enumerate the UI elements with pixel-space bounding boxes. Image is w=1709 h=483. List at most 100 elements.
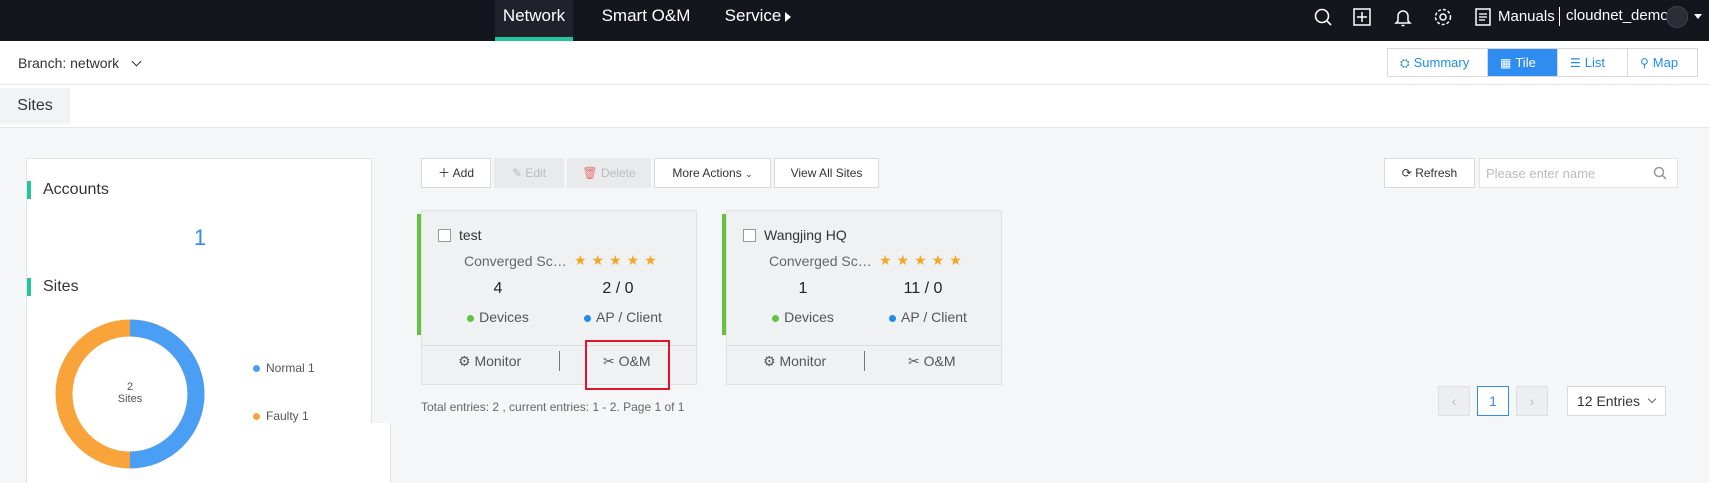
site-rating-stars: ★★★★★	[879, 252, 967, 268]
search-icon[interactable]	[1653, 166, 1667, 180]
nav-tab-service-label: Service	[724, 6, 782, 25]
more-actions-button[interactable]: More Actions ⌄	[654, 158, 771, 188]
site-ap-client-count[interactable]: 2 / 0	[602, 280, 634, 297]
manuals-link[interactable]: Manuals	[1498, 8, 1555, 25]
branch-label: Branch:	[18, 55, 67, 71]
add-button[interactable]: ＋ Add	[421, 158, 491, 188]
ap-client-stat-label: AP / Client	[863, 309, 993, 325]
add-button-label: Add	[452, 166, 475, 180]
om-button[interactable]: ✂ O&M	[908, 353, 956, 370]
summary-panel: Accounts 1 Sites 2 Sites Normal 1 Faulty…	[26, 158, 372, 483]
site-scenario: Converged Scenario	[769, 253, 877, 269]
branch-selector[interactable]: Branch: network	[18, 55, 142, 71]
legend-item-normal[interactable]: Normal 1	[253, 361, 315, 375]
caret-right-icon	[785, 11, 792, 22]
site-checkbox[interactable]	[743, 229, 756, 242]
panel-notch	[371, 423, 391, 483]
status-dot	[584, 315, 592, 322]
main-content: Accounts 1 Sites 2 Sites Normal 1 Faulty…	[0, 128, 1709, 483]
site-name[interactable]: Wangjing HQ	[764, 227, 847, 243]
site-scenario: Converged Scenario	[464, 253, 572, 269]
trash-icon: 🗑	[582, 166, 598, 180]
user-name[interactable]: cloudnet_demo	[1566, 7, 1669, 24]
page-size-value: 12 Entries	[1577, 393, 1641, 409]
edit-icon: ✎	[511, 166, 523, 180]
legend-count-normal: 1	[308, 361, 315, 375]
list-icon: ☰	[1570, 56, 1581, 70]
donut-total: 2	[126, 381, 134, 393]
tile-icon: ▦	[1500, 56, 1512, 70]
bell-icon[interactable]	[1392, 6, 1414, 28]
add-window-icon[interactable]	[1351, 6, 1373, 28]
gear-icon[interactable]	[1432, 6, 1454, 28]
chevron-down-icon[interactable]	[1694, 14, 1702, 19]
manual-book-icon[interactable]	[1472, 6, 1494, 28]
site-device-count[interactable]: 1	[798, 280, 808, 297]
view-all-sites-button[interactable]: View All Sites	[774, 158, 879, 188]
refresh-button-label: Refresh	[1415, 166, 1458, 180]
view-switcher: ⛭Summary ▦Tile ☰List ⚲Map	[1387, 48, 1698, 77]
delete-button[interactable]: 🗑 Delete	[567, 158, 651, 188]
status-dot	[772, 315, 780, 322]
action-divider	[864, 351, 865, 371]
ap-client-label: AP / Client	[901, 309, 967, 325]
card-divider	[422, 345, 696, 346]
page-number-button[interactable]: 1	[1477, 386, 1509, 416]
page-tab-bar: Sites	[0, 85, 1709, 128]
card-divider	[727, 345, 1001, 346]
sites-donut-chart	[55, 319, 205, 469]
devices-stat-label: Devices	[738, 309, 868, 325]
page-size-select[interactable]: 12 Entries	[1567, 386, 1666, 416]
om-button[interactable]: ✂ O&M	[603, 353, 651, 370]
status-dot	[889, 315, 897, 322]
devices-label: Devices	[479, 309, 529, 325]
view-summary-button[interactable]: ⛭Summary	[1388, 49, 1488, 76]
site-device-count[interactable]: 4	[493, 280, 503, 297]
site-card[interactable]: Wangjing HQ Converged Scenario ★★★★★ 1 1…	[726, 210, 1002, 385]
legend-count-faulty: 1	[302, 409, 309, 423]
chevron-down-icon	[131, 56, 142, 67]
top-navigation-bar: Network Smart O&M Service Manuals cloudn…	[0, 0, 1709, 41]
site-ap-client-count[interactable]: 11 / 0	[903, 280, 943, 297]
site-status-bar	[417, 214, 421, 335]
avatar[interactable]	[1666, 6, 1688, 28]
more-actions-label: More Actions	[672, 166, 742, 180]
tools-icon: ✂	[603, 353, 615, 369]
view-list-label: List	[1584, 55, 1605, 70]
accounts-count[interactable]: 1	[193, 225, 207, 250]
legend-item-faulty[interactable]: Faulty 1	[253, 409, 309, 423]
site-status-bar	[722, 214, 726, 335]
site-name[interactable]: test	[459, 227, 482, 243]
action-divider	[559, 351, 560, 371]
refresh-icon: ⟳	[1401, 166, 1412, 180]
view-summary-label: Summary	[1413, 55, 1470, 70]
edit-button-label: Edit	[525, 166, 547, 180]
nav-tab-smart-om[interactable]: Smart O&M	[601, 6, 691, 25]
devices-label: Devices	[784, 309, 834, 325]
ap-client-label: AP / Client	[596, 309, 662, 325]
view-map-label: Map	[1652, 55, 1679, 70]
site-checkbox[interactable]	[438, 229, 451, 242]
branch-bar: Branch: network ⛭Summary ▦Tile ☰List ⚲Ma…	[0, 41, 1709, 85]
legend-dot-faulty	[253, 413, 260, 420]
map-pin-icon: ⚲	[1640, 56, 1649, 70]
monitor-label: Monitor	[779, 353, 827, 369]
devices-stat-label: Devices	[433, 309, 563, 325]
next-page-button[interactable]: ›	[1516, 386, 1548, 416]
view-tile-button[interactable]: ▦Tile	[1488, 49, 1558, 76]
search-input[interactable]	[1479, 158, 1678, 188]
prev-page-button[interactable]: ‹	[1438, 386, 1470, 416]
refresh-button[interactable]: ⟳ Refresh	[1384, 158, 1475, 188]
nav-tab-network[interactable]: Network	[495, 0, 573, 41]
monitor-button[interactable]: ⚙ Monitor	[763, 353, 826, 370]
view-list-button[interactable]: ☰List	[1558, 49, 1628, 76]
legend-dot-normal	[253, 365, 260, 372]
edit-button[interactable]: ✎ Edit	[494, 158, 564, 188]
view-map-button[interactable]: ⚲Map	[1628, 49, 1697, 76]
nav-tab-service[interactable]: Service	[720, 0, 796, 41]
sites-title: Sites	[27, 278, 79, 296]
monitor-button[interactable]: ⚙ Monitor	[458, 353, 521, 370]
tab-sites[interactable]: Sites	[0, 88, 70, 124]
site-card[interactable]: test Converged Scenario ★★★★★ 4 2 / 0 De…	[421, 210, 697, 385]
search-icon[interactable]	[1312, 6, 1334, 28]
